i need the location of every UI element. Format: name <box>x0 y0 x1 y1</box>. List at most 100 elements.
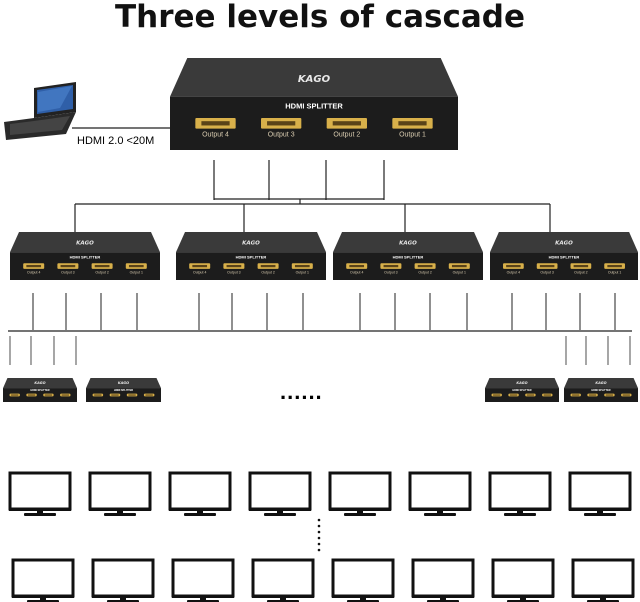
monitor-screen <box>571 558 635 598</box>
brand-logo: KAGO <box>34 381 45 385</box>
monitor-icon <box>331 558 395 602</box>
monitor-icon <box>408 471 472 516</box>
splitter-model-label: HDMI SPLITTER <box>30 389 49 392</box>
monitor-icon <box>568 471 632 516</box>
hdmi-port-slot <box>526 394 535 396</box>
splitter-top-face <box>485 378 559 389</box>
splitter-front-face <box>3 388 77 402</box>
port-label: Output 1 <box>608 270 621 274</box>
monitor-bezel <box>172 595 234 598</box>
hdmi-port-slot <box>60 264 76 268</box>
hdmi-port-slot <box>572 394 580 396</box>
port-label: Output 4 <box>27 270 40 274</box>
continuation-dot <box>317 542 321 546</box>
cable-label: HDMI 2.0 <20M <box>77 135 154 147</box>
monitor-icon <box>328 471 392 516</box>
port-label: Output 4 <box>193 270 206 274</box>
brand-logo: KAGO <box>516 381 527 385</box>
hdmi-port-slot <box>543 394 551 396</box>
monitor-bezel <box>329 508 391 511</box>
splitter-top-face <box>10 232 160 253</box>
monitor-bezel <box>489 508 551 511</box>
monitor-screen <box>331 558 395 598</box>
hdmi-port-slot <box>622 394 630 396</box>
monitor-stand <box>504 513 536 516</box>
hdmi-port-slot <box>128 264 144 268</box>
laptop-icon <box>4 82 76 140</box>
monitor-screen <box>491 558 555 598</box>
splitter-model-label: HDMI SPLITTER <box>285 101 343 110</box>
port-label: Output 2 <box>574 270 587 274</box>
monitor-neck <box>520 598 526 600</box>
hdmi-port-slot <box>332 121 361 126</box>
continuation-dot <box>317 524 321 528</box>
splitter-top-face <box>170 58 458 97</box>
hdmi-port-slot <box>94 264 110 268</box>
monitor-neck <box>40 598 46 600</box>
monitor-stand <box>264 513 296 516</box>
splitter-top-face <box>176 232 326 253</box>
monitor-bezel <box>92 595 154 598</box>
hdmi-port-slot <box>27 394 36 396</box>
splitter-front-face <box>564 388 638 402</box>
monitor-bezel <box>9 508 71 511</box>
monitor-screen <box>251 558 315 598</box>
monitor-bezel <box>332 595 394 598</box>
port-label: Output 2 <box>95 270 108 274</box>
monitor-screen <box>488 471 552 511</box>
monitor-icon <box>411 558 475 602</box>
monitor-bezel <box>252 595 314 598</box>
monitor-screen <box>88 471 152 511</box>
monitor-icon <box>491 558 555 602</box>
hdmi-port-slot <box>605 394 614 396</box>
splitter-model-label: HDMI SPLITTER <box>114 389 133 392</box>
monitor-screen <box>11 558 75 598</box>
splitter-devices: KAGO HDMI SPLITTER Output 4 Output 3 Output … <box>3 58 638 402</box>
monitor-icon <box>248 471 312 516</box>
continuation-dot <box>317 548 321 552</box>
monitor-stand <box>184 513 216 516</box>
hdmi-port-slot <box>260 264 276 268</box>
brand-logo: KAGO <box>595 381 606 385</box>
monitor-neck <box>440 598 446 600</box>
monitor-neck <box>37 511 43 513</box>
port-label: Output 1 <box>453 270 466 274</box>
hdmi-port-slot <box>267 121 296 126</box>
port-label: Output 2 <box>418 270 431 274</box>
splitter-front-face <box>485 388 559 402</box>
monitor-grid <box>8 471 635 602</box>
port-label: Output 4 <box>507 270 520 274</box>
monitor-icon <box>251 558 315 602</box>
hdmi-port-slot <box>11 394 19 396</box>
hdmi-port-slot <box>226 264 242 268</box>
port-label: Output 4 <box>350 270 363 274</box>
hdmi-port-slot <box>607 264 622 268</box>
monitor-bezel <box>249 508 311 511</box>
monitor-neck <box>357 511 363 513</box>
monitor-neck <box>117 511 123 513</box>
hdmi-port-slot <box>509 394 518 396</box>
hdmi-port-slot <box>294 264 310 268</box>
monitor-neck <box>360 598 366 600</box>
monitor-bezel <box>569 508 631 511</box>
monitor-bezel <box>409 508 471 511</box>
hdmi-port-slot <box>111 394 119 396</box>
monitor-icon <box>11 558 75 602</box>
monitor-stand <box>344 513 376 516</box>
monitor-icon <box>8 471 72 516</box>
splitter-model-label: HDMI SPLITTER <box>512 389 531 392</box>
monitor-bezel <box>169 508 231 511</box>
splitter-top-face <box>333 232 483 253</box>
monitor-bezel <box>492 595 554 598</box>
monitor-neck <box>597 511 603 513</box>
monitor-neck <box>197 511 203 513</box>
brand-logo: KAGO <box>118 381 129 385</box>
hdmi-port-slot <box>451 264 467 268</box>
splitter-device: KAGO HDMI SPLITTER <box>485 378 559 402</box>
port-label: Output 3 <box>384 270 397 274</box>
continuation-dot <box>317 530 321 534</box>
